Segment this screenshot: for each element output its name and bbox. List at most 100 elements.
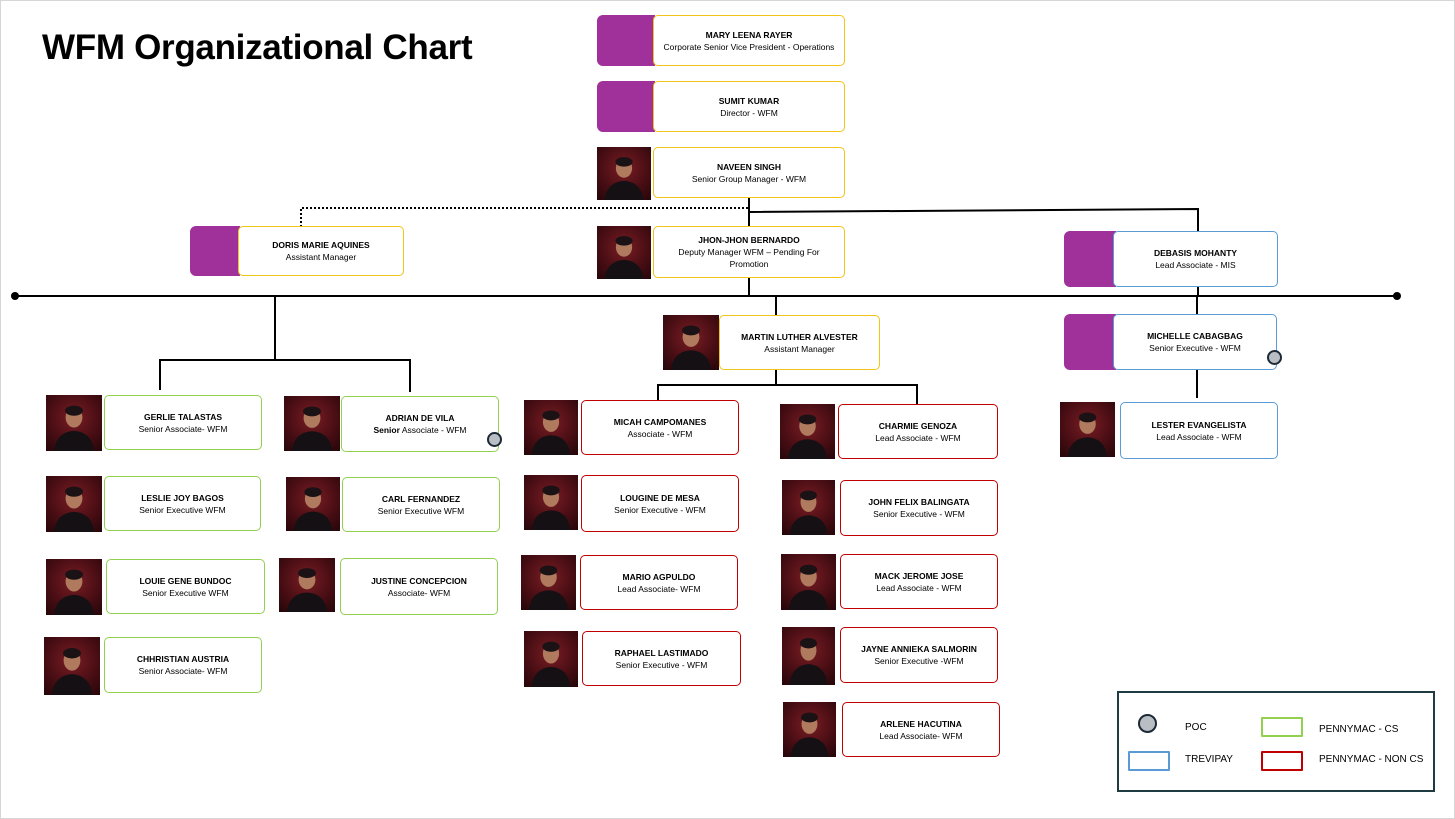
card-adrian[interactable]: ADRIAN DE VILA Senior Associate - WFM xyxy=(341,396,499,452)
person-name: DEBASIS MOHANTY xyxy=(1153,248,1238,258)
card-martin[interactable]: MARTIN LUTHER ALVESTER Assistant Manager xyxy=(719,315,880,370)
person-role: Assistant Manager xyxy=(285,252,357,262)
card-debasis[interactable]: DEBASIS MOHANTY Lead Associate - MIS xyxy=(1113,231,1278,287)
person-silhouette-icon xyxy=(790,712,829,757)
card-jhon[interactable]: JHON-JHON BERNARDO Deputy Manager WFM – … xyxy=(653,226,845,278)
person-name: MICAH CAMPOMANES xyxy=(613,416,707,427)
person-photo xyxy=(521,555,576,610)
person-photo xyxy=(524,475,578,530)
person-silhouette-icon xyxy=(53,405,95,451)
person-role: Senior Executive WFM xyxy=(377,505,465,516)
person-silhouette-icon xyxy=(789,490,828,535)
card-micah[interactable]: MICAH CAMPOMANES Associate - WFM xyxy=(581,400,739,455)
card-lougine[interactable]: LOUGINE DE MESA Senior Executive - WFM xyxy=(581,475,739,532)
person-name: JOHN FELIX BALINGATA xyxy=(868,497,970,507)
card-chhristian[interactable]: CHHRISTIAN AUSTRIA Senior Associate- WFM xyxy=(104,637,262,693)
person-silhouette-icon xyxy=(787,414,828,459)
person-name: MARY LEENA RAYER xyxy=(705,29,793,40)
card-gerlie[interactable]: GERLIE TALASTAS Senior Associate- WFM xyxy=(104,395,262,450)
card-johnfelix[interactable]: JOHN FELIX BALINGATA Senior Executive - … xyxy=(840,480,998,536)
person-photo xyxy=(46,395,102,451)
person-name: ARLENE HACUTINA xyxy=(880,718,962,729)
person-name: LESTER EVANGELISTA xyxy=(1151,419,1247,430)
poc-marker-icon xyxy=(1267,350,1282,365)
person-role: Senior Executive WFM xyxy=(142,587,229,598)
person-role: Lead Associate- WFM xyxy=(879,730,963,741)
connector-branch-debasis xyxy=(748,207,1199,231)
person-photo xyxy=(782,627,835,685)
card-arlene[interactable]: ARLENE HACUTINA Lead Associate- WFM xyxy=(842,702,1000,757)
person-name: MARIO AGPULDO xyxy=(622,571,696,582)
card-lester[interactable]: LESTER EVANGELISTA Lead Associate - WFM xyxy=(1120,402,1278,459)
person-photo xyxy=(781,554,836,610)
person-name: LESLIE JOY BAGOS xyxy=(141,492,224,503)
node-adrian: ADRIAN DE VILA Senior Associate - WFM xyxy=(284,396,499,452)
person-silhouette-icon xyxy=(604,236,644,279)
person-silhouette-icon xyxy=(53,569,95,615)
person-role: Senior Associate- WFM xyxy=(138,423,228,434)
person-role: Lead Associate - WFM xyxy=(875,432,961,443)
person-photo xyxy=(597,147,651,200)
person-silhouette-icon xyxy=(291,406,333,451)
node-raphael: RAPHAEL LASTIMADO Senior Executive - WFM xyxy=(524,631,741,687)
card-mary[interactable]: MARY LEENA RAYER Corporate Senior Vice P… xyxy=(653,15,845,66)
person-name: JUSTINE CONCEPCION xyxy=(371,575,467,586)
person-silhouette-icon xyxy=(670,325,712,370)
role-rest: Associate - WFM xyxy=(399,425,467,435)
legend-pennymac-non-cs-swatch xyxy=(1261,751,1303,771)
node-louie: LOUIE GENE BUNDOC Senior Executive WFM xyxy=(46,559,265,615)
person-name: MICHELLE CABAGBAG xyxy=(1147,331,1243,341)
person-role: Lead Associate- WFM xyxy=(617,583,701,594)
card-naveen[interactable]: NAVEEN SINGH Senior Group Manager - WFM xyxy=(653,147,845,198)
node-lester: LESTER EVANGELISTA Lead Associate - WFM xyxy=(1060,402,1278,459)
node-sumit: SUMIT KUMAR Director - WFM xyxy=(597,81,845,132)
node-micah: MICAH CAMPOMANES Associate - WFM xyxy=(524,400,739,455)
person-silhouette-icon xyxy=(53,486,95,532)
person-photo xyxy=(782,480,835,535)
person-role: Senior Executive WFM xyxy=(139,504,226,515)
legend-poc-icon xyxy=(1138,714,1157,733)
person-name: ADRIAN DE VILA xyxy=(385,413,455,423)
person-role: Corporate Senior Vice President - Operat… xyxy=(663,41,835,52)
person-silhouette-icon xyxy=(531,410,571,455)
person-role: Senior Executive -WFM xyxy=(874,656,964,666)
person-silhouette-icon xyxy=(604,157,644,200)
person-photo xyxy=(46,476,102,532)
person-silhouette-icon xyxy=(528,565,569,610)
person-role: Senior Executive - WFM xyxy=(615,659,708,670)
legend-pennymac-cs-swatch xyxy=(1261,717,1303,737)
person-silhouette-icon xyxy=(1067,412,1108,457)
node-lougine: LOUGINE DE MESA Senior Executive - WFM xyxy=(524,475,739,532)
person-silhouette-icon xyxy=(531,641,571,687)
card-louie[interactable]: LOUIE GENE BUNDOC Senior Executive WFM xyxy=(106,559,265,614)
card-carl[interactable]: CARL FERNANDEZ Senior Executive WFM xyxy=(342,477,500,532)
person-photo xyxy=(44,637,100,695)
card-leslie[interactable]: LESLIE JOY BAGOS Senior Executive WFM xyxy=(104,476,261,531)
node-mack: MACK JEROME JOSE Lead Associate - WFM xyxy=(781,554,998,610)
person-name: JAYNE ANNIEKA SALMORIN xyxy=(861,644,977,654)
card-doris[interactable]: DORIS MARIE AQUINES Assistant Manager xyxy=(238,226,404,276)
person-role: Senior Associate- WFM xyxy=(138,666,228,676)
person-name: DORIS MARIE AQUINES xyxy=(272,240,370,250)
node-carl: CARL FERNANDEZ Senior Executive WFM xyxy=(286,477,500,532)
page-title: WFM Organizational Chart xyxy=(42,28,473,67)
person-name: RAPHAEL LASTIMADO xyxy=(614,647,709,658)
card-mack[interactable]: MACK JEROME JOSE Lead Associate - WFM xyxy=(840,554,998,609)
person-role: Senior Group Manager - WFM xyxy=(691,173,807,184)
person-silhouette-icon xyxy=(788,564,829,610)
card-charmie[interactable]: CHARMIE GENOZA Lead Associate - WFM xyxy=(838,404,998,459)
person-photo xyxy=(524,400,578,455)
card-michelle[interactable]: MICHELLE CABAGBAG Senior Executive - WFM xyxy=(1113,314,1277,370)
connector-martin xyxy=(657,296,918,404)
card-jayne[interactable]: JAYNE ANNIEKA SALMORIN Senior Executive … xyxy=(840,627,998,683)
card-raphael[interactable]: RAPHAEL LASTIMADO Senior Executive - WFM xyxy=(582,631,741,686)
card-sumit[interactable]: SUMIT KUMAR Director - WFM xyxy=(653,81,845,132)
person-role: Assistant Manager xyxy=(764,343,835,354)
card-mario[interactable]: MARIO AGPULDO Lead Associate- WFM xyxy=(580,555,738,610)
person-silhouette-icon xyxy=(531,485,571,530)
role-emphasis: Senior xyxy=(373,425,400,435)
node-martin: MARTIN LUTHER ALVESTER Assistant Manager xyxy=(663,315,880,370)
card-justine[interactable]: JUSTINE CONCEPCION Associate- WFM xyxy=(340,558,498,615)
person-name: GERLIE TALASTAS xyxy=(143,411,223,422)
bus-end-right xyxy=(1393,292,1401,300)
